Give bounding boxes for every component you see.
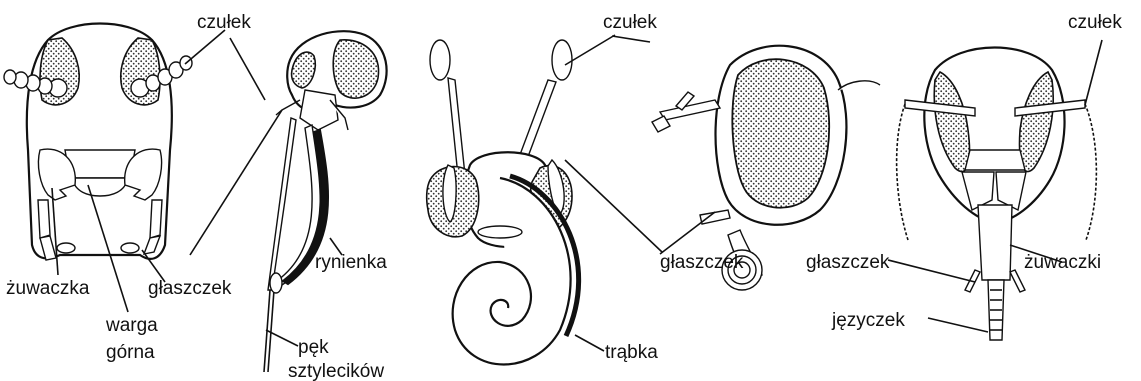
label-c-palp: głaszczek <box>660 252 744 273</box>
label-a-mandible: żuwaczka <box>6 278 90 299</box>
head-d-chewing-lapping <box>888 40 1102 340</box>
label-b-stylets-line1: pęk <box>298 337 329 358</box>
label-c-antenna: czułek <box>603 12 657 33</box>
label-a-antenna: czułek <box>197 12 251 33</box>
label-d-antenna: czułek <box>1068 12 1122 33</box>
label-d-mandibles: żuwaczki <box>1024 252 1101 273</box>
label-c-proboscis: trąbka <box>605 342 658 363</box>
head-a-chewing <box>4 24 225 313</box>
label-d-palp: głaszczek <box>806 252 890 273</box>
label-b-groove: rynienka <box>315 252 387 273</box>
label-a-palp: głaszczek <box>148 278 232 299</box>
label-a-labrum-line1: warga <box>105 315 158 336</box>
label-b-stylets-line2: sztylecików <box>288 361 384 381</box>
head-c-siphoning <box>427 35 662 365</box>
label-d-tongue: języczek <box>831 310 905 331</box>
head-b-piercing <box>190 31 387 372</box>
label-a-labrum-line2: górna <box>106 342 155 363</box>
